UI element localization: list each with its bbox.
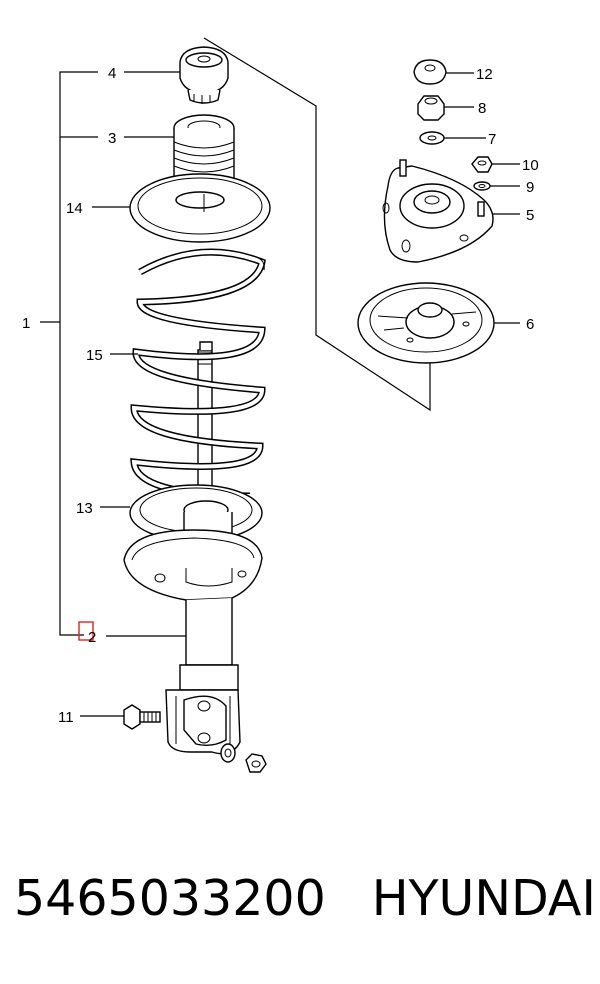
small-washer-part bbox=[473, 181, 491, 191]
bearing-plate-part bbox=[357, 282, 495, 364]
bump-stop-cap-part bbox=[179, 46, 229, 104]
callout-3: 3 bbox=[108, 130, 116, 147]
flange-nut-part bbox=[471, 156, 493, 173]
callout-12: 12 bbox=[476, 66, 493, 83]
explode-connector bbox=[203, 37, 431, 412]
strut-assembly-diagram: 1 2 3 4 14 15 13 11 12 8 7 10 9 5 6 bbox=[22, 37, 539, 773]
assembly-bracket-1 bbox=[59, 71, 98, 636]
lock-nut-part bbox=[417, 95, 445, 121]
callout-6: 6 bbox=[526, 316, 534, 333]
coil-spring-part bbox=[130, 248, 266, 500]
strut-body-part bbox=[179, 598, 239, 691]
upper-spring-seat-part bbox=[129, 173, 271, 243]
lower-nuts-part bbox=[220, 743, 267, 773]
knuckle-bracket-part bbox=[165, 689, 241, 755]
bolt-part bbox=[123, 704, 161, 730]
callout-2: 2 bbox=[88, 629, 96, 646]
lower-spring-seat-part bbox=[123, 529, 263, 601]
callout-8: 8 bbox=[478, 100, 486, 117]
highlight-marker bbox=[78, 621, 94, 641]
callout-4: 4 bbox=[108, 65, 116, 82]
callout-15: 15 bbox=[86, 347, 103, 364]
callout-14: 14 bbox=[66, 200, 83, 217]
callout-7: 7 bbox=[488, 131, 496, 148]
strut-mount-part bbox=[382, 159, 494, 263]
callout-10: 10 bbox=[522, 157, 539, 174]
mount-cap-part bbox=[413, 59, 447, 85]
part-caption: 5465033200 HYUNDAI bbox=[14, 870, 596, 927]
callout-11: 11 bbox=[58, 709, 74, 726]
part-number: 5465033200 bbox=[14, 870, 326, 927]
callout-13: 13 bbox=[76, 500, 93, 517]
callout-9: 9 bbox=[526, 179, 534, 196]
callout-1: 1 bbox=[22, 315, 30, 332]
callout-5: 5 bbox=[526, 207, 534, 224]
washer-part bbox=[419, 131, 445, 145]
brand-name: HYUNDAI bbox=[371, 870, 596, 927]
